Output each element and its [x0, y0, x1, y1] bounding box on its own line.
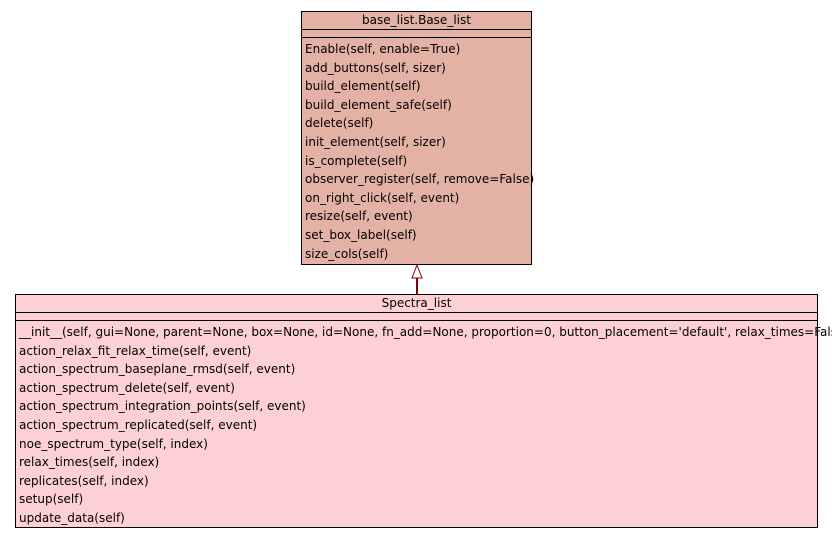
method-item: action_spectrum_delete(self, event): [19, 380, 235, 395]
method-item: resize(self, event): [305, 209, 413, 224]
method-item: action_spectrum_baseplane_rmsd(self, eve…: [19, 362, 296, 377]
class-base-list-attributes: [302, 30, 531, 38]
method-item: set_box_label(self): [305, 227, 417, 242]
class-spectra-list-name: Spectra_list: [16, 295, 817, 313]
method-item: build_element_safe(self): [305, 97, 452, 112]
method-item: replicates(self, index): [19, 473, 149, 488]
class-base-list-name: base_list.Base_list: [302, 12, 531, 30]
method-item: build_element(self): [305, 79, 421, 94]
class-base-list-methods: Enable(self, enable=True) add_buttons(se…: [302, 38, 535, 263]
inheritance-arrowhead: [411, 263, 423, 279]
method-item: add_buttons(self, sizer): [305, 60, 446, 75]
method-item: action_relax_fit_relax_time(self, event): [19, 343, 252, 358]
method-item: relax_times(self, index): [19, 455, 160, 470]
method-item: Enable(self, enable=True): [305, 42, 461, 56]
method-item: init_element(self, sizer): [305, 134, 446, 149]
method-item: is_complete(self): [305, 153, 408, 168]
method-item: action_spectrum_replicated(self, event): [19, 417, 258, 432]
class-spectra-list-attributes: [16, 313, 817, 321]
class-base-list[interactable]: base_list.Base_list Enable(self, enable=…: [301, 11, 535, 265]
method-item: __init__(self, gui=None, parent=None, bo…: [19, 325, 832, 339]
method-item: setup(self): [19, 492, 84, 507]
method-item: delete(self): [305, 116, 374, 131]
method-item: update_data(self): [19, 510, 125, 525]
method-item: size_cols(self): [305, 246, 389, 261]
class-spectra-list-methods: __init__(self, gui=None, parent=None, bo…: [16, 321, 832, 528]
method-item: observer_register(self, remove=False): [305, 172, 535, 187]
method-item: noe_spectrum_type(self, index): [19, 436, 208, 451]
method-item: action_spectrum_integration_points(self,…: [19, 399, 306, 414]
method-item: on_right_click(self, event): [305, 190, 460, 205]
class-spectra-list[interactable]: Spectra_list __init__(self, gui=None, pa…: [15, 294, 832, 528]
